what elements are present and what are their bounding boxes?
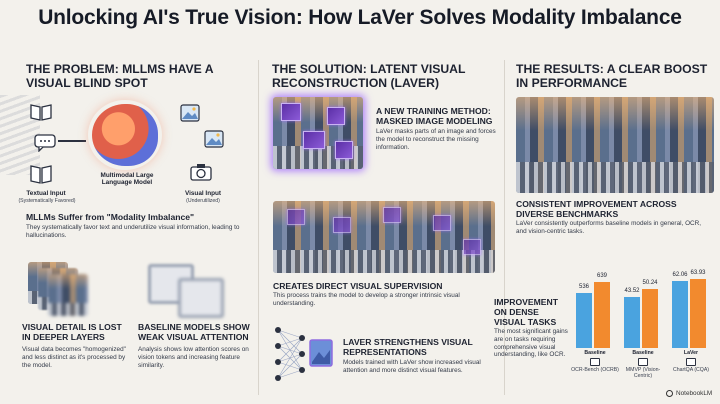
strength-text: Models trained with LaVer show increased… (343, 359, 481, 374)
consistent-heading: CONSISTENT IMPROVEMENT ACROSS DIVERSE BE… (516, 199, 677, 219)
mask-patch (281, 103, 301, 121)
textual-input-note: (Systematically Favored) (18, 198, 76, 204)
page-title: Unlocking AI's True Vision: How LaVer So… (38, 6, 682, 29)
benchmark-icon (686, 358, 696, 366)
group-benchmark-label: OCR-Bench (OCRB) (571, 367, 619, 373)
supervision-text: This process trains the model to develop… (273, 292, 460, 307)
brain-graphic (92, 104, 158, 166)
book-icon (30, 103, 52, 121)
bar-value-label: 63.93 (690, 270, 706, 276)
neural-network-graphic (275, 327, 333, 381)
bar-value-label: 62.06 (672, 272, 688, 278)
visual-input-note: (Underutilized) (186, 198, 220, 204)
mask-patch (303, 131, 325, 149)
bar-value-label: 43.52 (624, 288, 640, 294)
baseline-bar (672, 281, 688, 348)
supervision-heading: CREATES DIRECT VISUAL SUPERVISION (273, 281, 443, 291)
dense-text: The most significant gains are on tasks … (494, 328, 568, 359)
group-benchmark-label: MMVP (Vision-Centric) (625, 367, 661, 380)
modality-imbalance-heading: MLLMs Suffer from "Modality Imbalance" (26, 212, 195, 222)
column-divider (504, 60, 505, 395)
group-top-label: Baseline (632, 350, 654, 356)
laver-bar (642, 289, 658, 348)
mask-patch (335, 141, 353, 159)
baseline-bar (576, 293, 592, 348)
chart-group: 536 639 (572, 270, 618, 348)
camera-icon (190, 163, 212, 181)
baseline-bar (624, 297, 640, 348)
benchmark-icon (638, 358, 648, 366)
visual-detail-image (48, 274, 88, 316)
dense-heading: IMPROVEMENT ON DENSE VISUAL TASKS (494, 297, 558, 327)
visual-detail-text: Visual data becomes "homogenized" and le… (22, 346, 126, 369)
problem-heading: THE PROBLEM: MLLMS HAVE A VISUAL BLIND S… (26, 62, 214, 90)
weak-attention-heading: BASELINE MODELS SHOW WEAK VISUAL ATTENTI… (138, 322, 250, 342)
model-label: Multimodal Large Language Model (100, 172, 154, 187)
modality-imbalance-text: They systematically favor text and under… (26, 224, 240, 239)
mask-patch (333, 217, 351, 233)
column-divider (258, 60, 259, 395)
mask-patch (383, 207, 401, 223)
method-text: LaVer masks parts of an image and forces… (376, 128, 496, 151)
group-benchmark-label: ChartQA (CQA) (672, 367, 710, 373)
results-image (516, 97, 714, 193)
laver-bar (690, 279, 706, 348)
notebooklm-icon (666, 390, 673, 397)
mask-patch (463, 239, 481, 255)
mask-patch (433, 215, 451, 231)
blurred-frame-graphic (178, 278, 224, 318)
bar-value-label: 639 (596, 273, 607, 279)
textual-input-label: Textual Input (26, 190, 66, 197)
image-icon (180, 104, 200, 122)
visual-detail-heading: VISUAL DETAIL IS LOST IN DEEPER LAYERS (22, 322, 122, 342)
arrow-graphic (58, 140, 86, 142)
weak-attention-text: Analysis shows low attention scores on v… (138, 346, 249, 369)
masked-image (273, 97, 363, 169)
benchmark-icon (590, 358, 600, 366)
bar-value-label: 50.24 (642, 280, 658, 286)
brand-mark: NotebookLM (666, 390, 712, 397)
laver-bar (594, 282, 610, 348)
strength-heading: LAVER STRENGTHENS VISUAL REPRESENTATIONS (343, 337, 473, 357)
mask-patch (287, 209, 305, 225)
group-top-label: Baseline (584, 350, 606, 356)
solution-heading: THE SOLUTION: LATENT VISUAL RECONSTRUCTI… (272, 62, 466, 90)
document-icon (30, 164, 52, 184)
results-heading: THE RESULTS: A CLEAR BOOST IN PERFORMANC… (516, 62, 708, 90)
visual-input-label: Visual Input (184, 190, 222, 197)
chat-icon (34, 134, 56, 152)
bar-value-label: 536 (578, 284, 589, 290)
brand-label: NotebookLM (676, 390, 713, 397)
supervision-image (273, 201, 495, 273)
mask-patch (327, 107, 345, 125)
method-heading: A NEW TRAINING METHOD: MASKED IMAGE MODE… (376, 106, 493, 126)
brain-glow (88, 100, 162, 170)
image-icon (204, 130, 224, 148)
group-top-label: LaVer (683, 350, 699, 356)
consistent-text: LaVer consistently outperforms baseline … (516, 220, 702, 235)
